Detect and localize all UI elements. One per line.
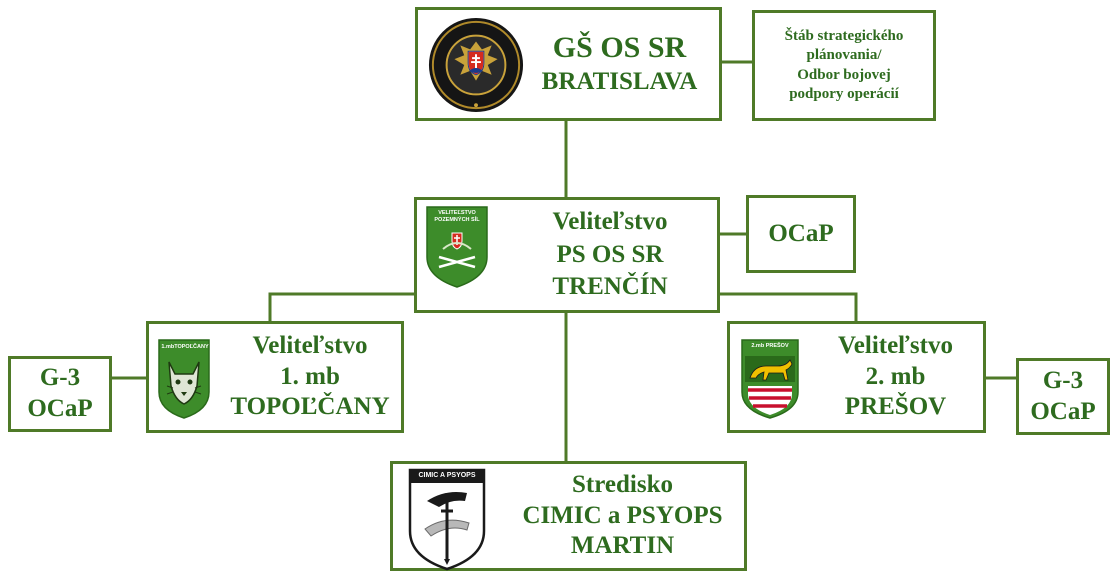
- node-general-staff: GŠ OS SR BRATISLAVA: [415, 7, 722, 121]
- node-1st-mechanized-brigade: 1.mbTOPOĽČANY Veliteľstvo 1. mb TOPOĽČAN…: [146, 321, 404, 433]
- node-ocap: OCaP: [746, 195, 856, 273]
- cimic-psyops-shield-icon: [407, 467, 487, 573]
- g3-left-line-2: OCaP: [27, 395, 93, 422]
- cimic-line-1: Stredisko: [572, 470, 673, 498]
- lynx-emblem-label: 1.mbTOPOĽČANY: [161, 344, 209, 350]
- mb1-line-3: TOPOĽČANY: [230, 393, 390, 421]
- mb2-line-2: 2. mb: [865, 362, 926, 390]
- general-staff-title: GŠ OS SR: [552, 31, 687, 65]
- cimic-emblem-label: CIMIC A PSYOPS: [418, 472, 476, 479]
- g3-right-line-1: G-3: [1042, 366, 1084, 394]
- land-forces-line-3: TRENČÍN: [552, 273, 668, 301]
- lynx-shield-icon: [157, 338, 211, 425]
- staff-line-4: podpory operácií: [789, 86, 899, 102]
- g3-left-line-1: G-3: [39, 364, 81, 392]
- node-2nd-mechanized-brigade: 2.mb PREŠOV Veliteľstvo 2. mb PREŠOV: [727, 321, 986, 433]
- land-forces-line-1: Veliteľstvo: [552, 207, 668, 235]
- general-staff-location: BRATISLAVA: [541, 67, 698, 95]
- node-land-forces-command: VELITEĽSTVO POZEMNÝCH SÍL Veliteľstvo PS…: [414, 197, 720, 313]
- ocap-label: OCaP: [768, 219, 834, 247]
- staff-line-2: plánovania/: [806, 47, 882, 63]
- g3-right-line-2: OCaP: [1030, 397, 1096, 425]
- cimic-line-3: MARTIN: [570, 532, 675, 560]
- cimic-line-2: CIMIC a PSYOPS: [522, 501, 723, 529]
- staff-line-3: Odbor bojovej: [797, 66, 891, 83]
- general-staff-emblem-icon: [427, 16, 525, 119]
- connector-land-mb2: [720, 292, 858, 321]
- land-forces-shield-icon: [425, 205, 489, 294]
- node-g3-ocap-left: G-3 OCaP: [8, 356, 112, 432]
- node-g3-ocap-right: G-3 OCaP: [1016, 358, 1110, 435]
- node-strategic-planning-staff: Štáb strategického plánovania/ Odbor boj…: [752, 10, 936, 121]
- mb2-line-3: PREŠOV: [844, 393, 947, 421]
- mb1-line-1: Veliteľstvo: [252, 331, 368, 359]
- mb1-line-2: 1. mb: [280, 362, 340, 390]
- land-forces-line-2: PS OS SR: [556, 240, 664, 268]
- staff-line-1: Štáb strategického: [784, 27, 904, 44]
- presov-emblem-label: 2.mb PREŠOV: [751, 343, 789, 349]
- land-forces-emblem-label-2: POZEMNÝCH SÍL: [434, 217, 480, 223]
- mb2-line-1: Veliteľstvo: [838, 331, 953, 359]
- node-cimic-psyops-center: CIMIC A PSYOPS Stredisko CIMIC a PSYOPS …: [390, 461, 747, 571]
- connector-land-mb1: [268, 292, 414, 321]
- land-forces-emblem-label-1: VELITEĽSTVO: [438, 210, 476, 216]
- presov-shield-icon: [740, 338, 800, 425]
